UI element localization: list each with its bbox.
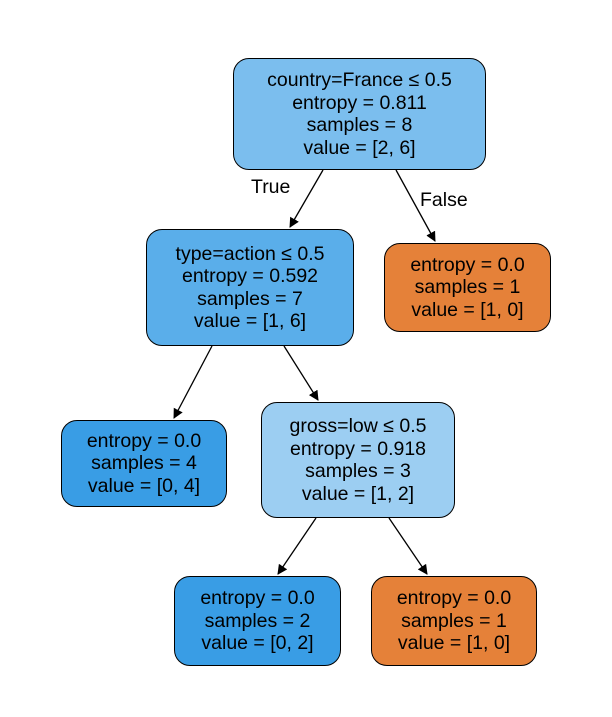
tree-node-root: country=France ≤ 0.5 entropy = 0.811 sam… [233, 58, 486, 170]
tree-node-type-action: type=action ≤ 0.5 entropy = 0.592 sample… [146, 229, 354, 346]
node-line: samples = 7 [197, 287, 303, 310]
node-line: value = [0, 2] [201, 632, 314, 655]
node-line: entropy = 0.592 [181, 265, 319, 287]
tree-node-gross-low: gross=low ≤ 0.5 entropy = 0.918 samples … [261, 402, 455, 518]
node-line: value = [1, 2] [301, 482, 415, 505]
edge-n3-n4 [277, 517, 317, 575]
node-line: entropy = 0.0 [396, 587, 512, 610]
node-line: value = [2, 6] [303, 136, 416, 159]
tree-leaf-orange-lower: entropy = 0.0 samples = 1 value = [1, 0] [371, 576, 537, 666]
node-line: samples = 4 [91, 452, 197, 475]
node-line: value = [1, 0] [411, 298, 524, 321]
node-line: samples = 3 [305, 460, 411, 482]
node-line: samples = 8 [306, 114, 413, 136]
node-line: value = [1, 6] [193, 310, 307, 332]
node-line: value = [0, 4] [87, 474, 201, 497]
node-line: type=action ≤ 0.5 [175, 242, 325, 265]
node-line: entropy = 0.0 [410, 253, 525, 276]
node-line: value = [1, 0] [397, 632, 511, 655]
node-line: samples = 2 [204, 609, 311, 632]
tree-leaf-samples-4: entropy = 0.0 samples = 4 value = [0, 4] [61, 420, 227, 507]
tree-leaf-samples-2: entropy = 0.0 samples = 2 value = [0, 2] [174, 576, 341, 666]
node-line: samples = 1 [401, 609, 507, 632]
edge-n0-n1 [289, 169, 324, 228]
edge-n3-n5 [388, 517, 428, 575]
edge-label-true: True [251, 176, 291, 198]
edge-n1-n2 [173, 345, 213, 419]
node-line: entropy = 0.811 [292, 91, 427, 114]
node-line: entropy = 0.0 [200, 587, 315, 610]
node-line: country=France ≤ 0.5 [267, 69, 452, 91]
node-line: gross=low ≤ 0.5 [289, 415, 427, 437]
edge-n1-n3 [283, 345, 319, 401]
tree-leaf-orange-upper: entropy = 0.0 samples = 1 value = [1, 0] [384, 243, 551, 332]
edge-label-false: False [420, 189, 468, 211]
node-line: entropy = 0.918 [289, 437, 427, 460]
node-line: samples = 1 [414, 276, 521, 299]
node-line: entropy = 0.0 [86, 429, 202, 452]
edge-n0-n6 [395, 169, 436, 242]
